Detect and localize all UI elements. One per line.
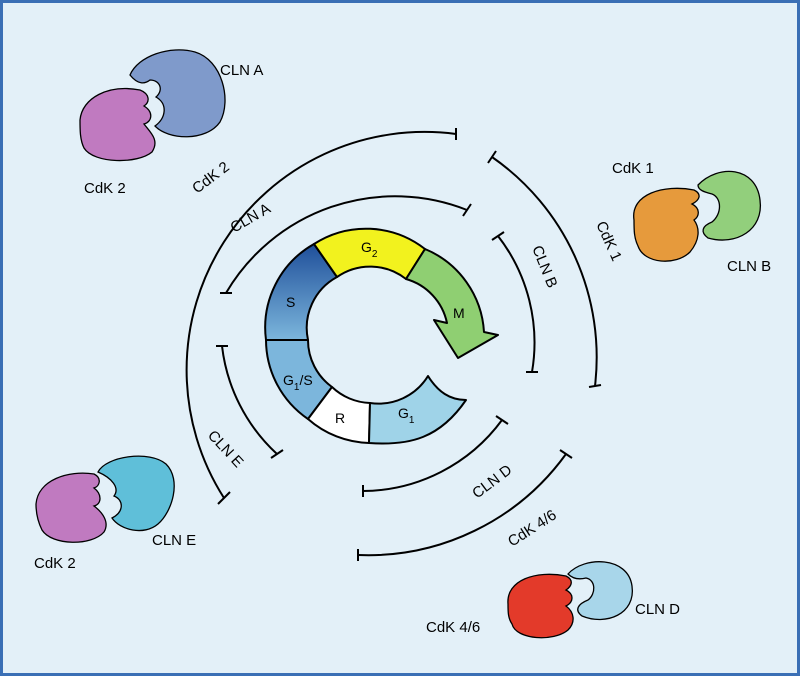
cdk46-arc [357, 453, 567, 557]
complex-cdk1-cln-b: CdK 1 CLN B [612, 160, 771, 275]
cdk1-arc-end-top [487, 150, 497, 164]
phase-g2-main: G [361, 239, 372, 255]
cdk46-protein-shape [507, 573, 574, 639]
cdk2-complex-label: CdK 2 [84, 180, 126, 197]
cln-d-complex-label: CLN D [635, 601, 680, 618]
cln-e-arc-end-bottom [270, 449, 284, 459]
cdk2-lower-complex-label: CdK 2 [34, 555, 76, 572]
cdk1-complex-label: CdK 1 [612, 160, 654, 177]
phase-g1s-sub: 1 [294, 382, 300, 393]
phase-g1-label: G1 [398, 405, 415, 426]
phase-m-label: M [453, 305, 465, 321]
cycle-ring [264, 227, 499, 445]
cdk2-protein-shape [79, 88, 156, 162]
cdk46-complex-label: CdK 4/6 [426, 619, 480, 636]
cln-e-arc [221, 345, 278, 455]
complex-cdk2-cln-e: CLN E CdK 2 [34, 455, 196, 572]
complex-cln-a-cdk2: CLN A CdK 2 [79, 49, 263, 197]
cdk1-arc-end-bottom [588, 384, 602, 388]
cln-e-complex-label: CLN E [152, 532, 196, 549]
phase-g1s-label: G1/S [283, 372, 313, 393]
cln-d-protein-shape [567, 561, 633, 621]
cdk1-arc [491, 156, 598, 387]
phase-s-segment [264, 243, 338, 341]
cln-e-protein-shape [97, 455, 175, 532]
phase-s-label: S [286, 294, 295, 310]
cln-b-arc [497, 235, 536, 373]
cln-a-protein-shape [129, 49, 226, 138]
cln-d-arc-end-right [495, 415, 509, 425]
cln-b-arc-end-top [491, 231, 505, 241]
activity-arcs [185, 128, 602, 561]
phase-g1-segment [368, 375, 467, 445]
phase-g1-main: G [398, 405, 409, 421]
cdk1-protein-shape [633, 187, 700, 262]
phase-g1-sub: 1 [409, 415, 415, 426]
phase-r-label: R [335, 410, 345, 426]
cdk2-arc [185, 131, 457, 499]
cln-b-protein-shape [697, 170, 761, 241]
cln-a-arc [225, 195, 468, 294]
cln-b-complex-label: CLN B [727, 258, 771, 275]
cln-a-complex-label: CLN A [220, 62, 263, 79]
phase-g2-label: G2 [361, 239, 378, 260]
complex-cdk46-cln-d: CdK 4/6 CLN D [426, 561, 680, 639]
phase-m-arrow-segment [405, 248, 499, 359]
cdk46-arc-end-right [559, 449, 573, 459]
phase-g1s-main: G [283, 372, 294, 388]
cdk2-protein-shape-lower [35, 472, 107, 543]
cln-a-arc-end-top [462, 203, 472, 217]
cln-d-arc [362, 419, 503, 492]
phase-g2-sub: 2 [372, 249, 378, 260]
phase-g1s-rest: /S [299, 372, 312, 388]
cdk2-arc-end-bottom [217, 491, 231, 505]
